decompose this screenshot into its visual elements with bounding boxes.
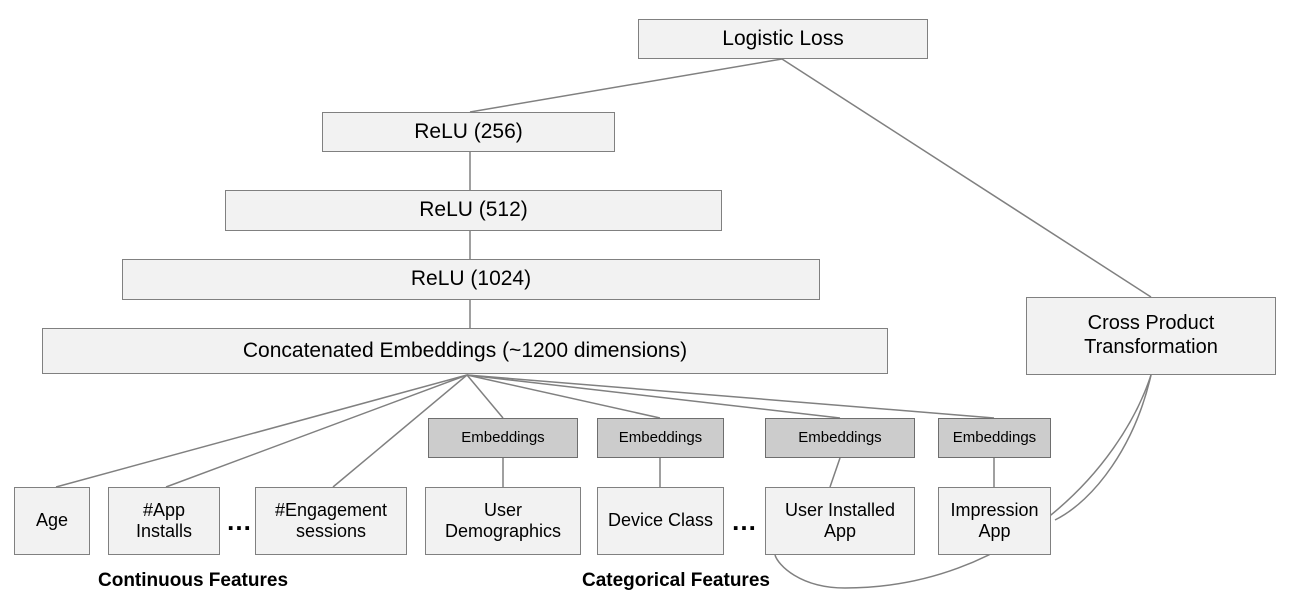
edge-emb3-to-user-installed-app xyxy=(829,457,841,488)
label-continuous-features: Continuous Features xyxy=(98,570,289,591)
edge-concat-to-emb3 xyxy=(466,374,841,419)
node-embeddings-impression-app[interactable]: Embeddings xyxy=(938,418,1051,458)
node-cross-product-transformation[interactable]: Cross Product Transformation xyxy=(1026,297,1276,375)
node-feature-user-installed-app[interactable]: User Installed App xyxy=(765,487,915,555)
label-categorical-features: Categorical Features xyxy=(582,570,770,591)
node-concatenated-embeddings[interactable]: Concatenated Embeddings (~1200 dimension… xyxy=(42,328,888,374)
node-embeddings-device-class[interactable]: Embeddings xyxy=(597,418,724,458)
ellipsis-categorical-features: … xyxy=(731,506,759,536)
node-embeddings-user-installed-app[interactable]: Embeddings xyxy=(765,418,915,458)
node-feature-user-demographics[interactable]: User Demographics xyxy=(425,487,581,555)
edge-concat-to-emb4 xyxy=(466,374,995,419)
edge-cross-to-impression-app xyxy=(1054,374,1152,521)
ellipsis-continuous-features: … xyxy=(226,506,254,536)
edge-cross-to-user-installed-app xyxy=(774,374,1152,589)
node-feature-impression-app[interactable]: Impression App xyxy=(938,487,1051,555)
edge-concat-to-app-installs xyxy=(165,374,468,488)
node-feature-device-class[interactable]: Device Class xyxy=(597,487,724,555)
edge-concat-to-emb1 xyxy=(466,374,504,419)
edge-concat-to-age xyxy=(55,374,468,488)
node-feature-engagement-sessions[interactable]: #Engagement sessions xyxy=(255,487,407,555)
node-feature-app-installs[interactable]: #App Installs xyxy=(108,487,220,555)
edge-concat-to-emb2 xyxy=(466,374,661,419)
node-relu-1024[interactable]: ReLU (1024) xyxy=(122,259,820,300)
node-feature-age[interactable]: Age xyxy=(14,487,90,555)
node-relu-256[interactable]: ReLU (256) xyxy=(322,112,615,152)
node-logistic-loss[interactable]: Logistic Loss xyxy=(638,19,928,59)
node-relu-512[interactable]: ReLU (512) xyxy=(225,190,722,231)
node-embeddings-user-demographics[interactable]: Embeddings xyxy=(428,418,578,458)
edge-loss-to-cross xyxy=(781,58,1152,298)
edge-loss-to-relu256 xyxy=(469,58,783,113)
